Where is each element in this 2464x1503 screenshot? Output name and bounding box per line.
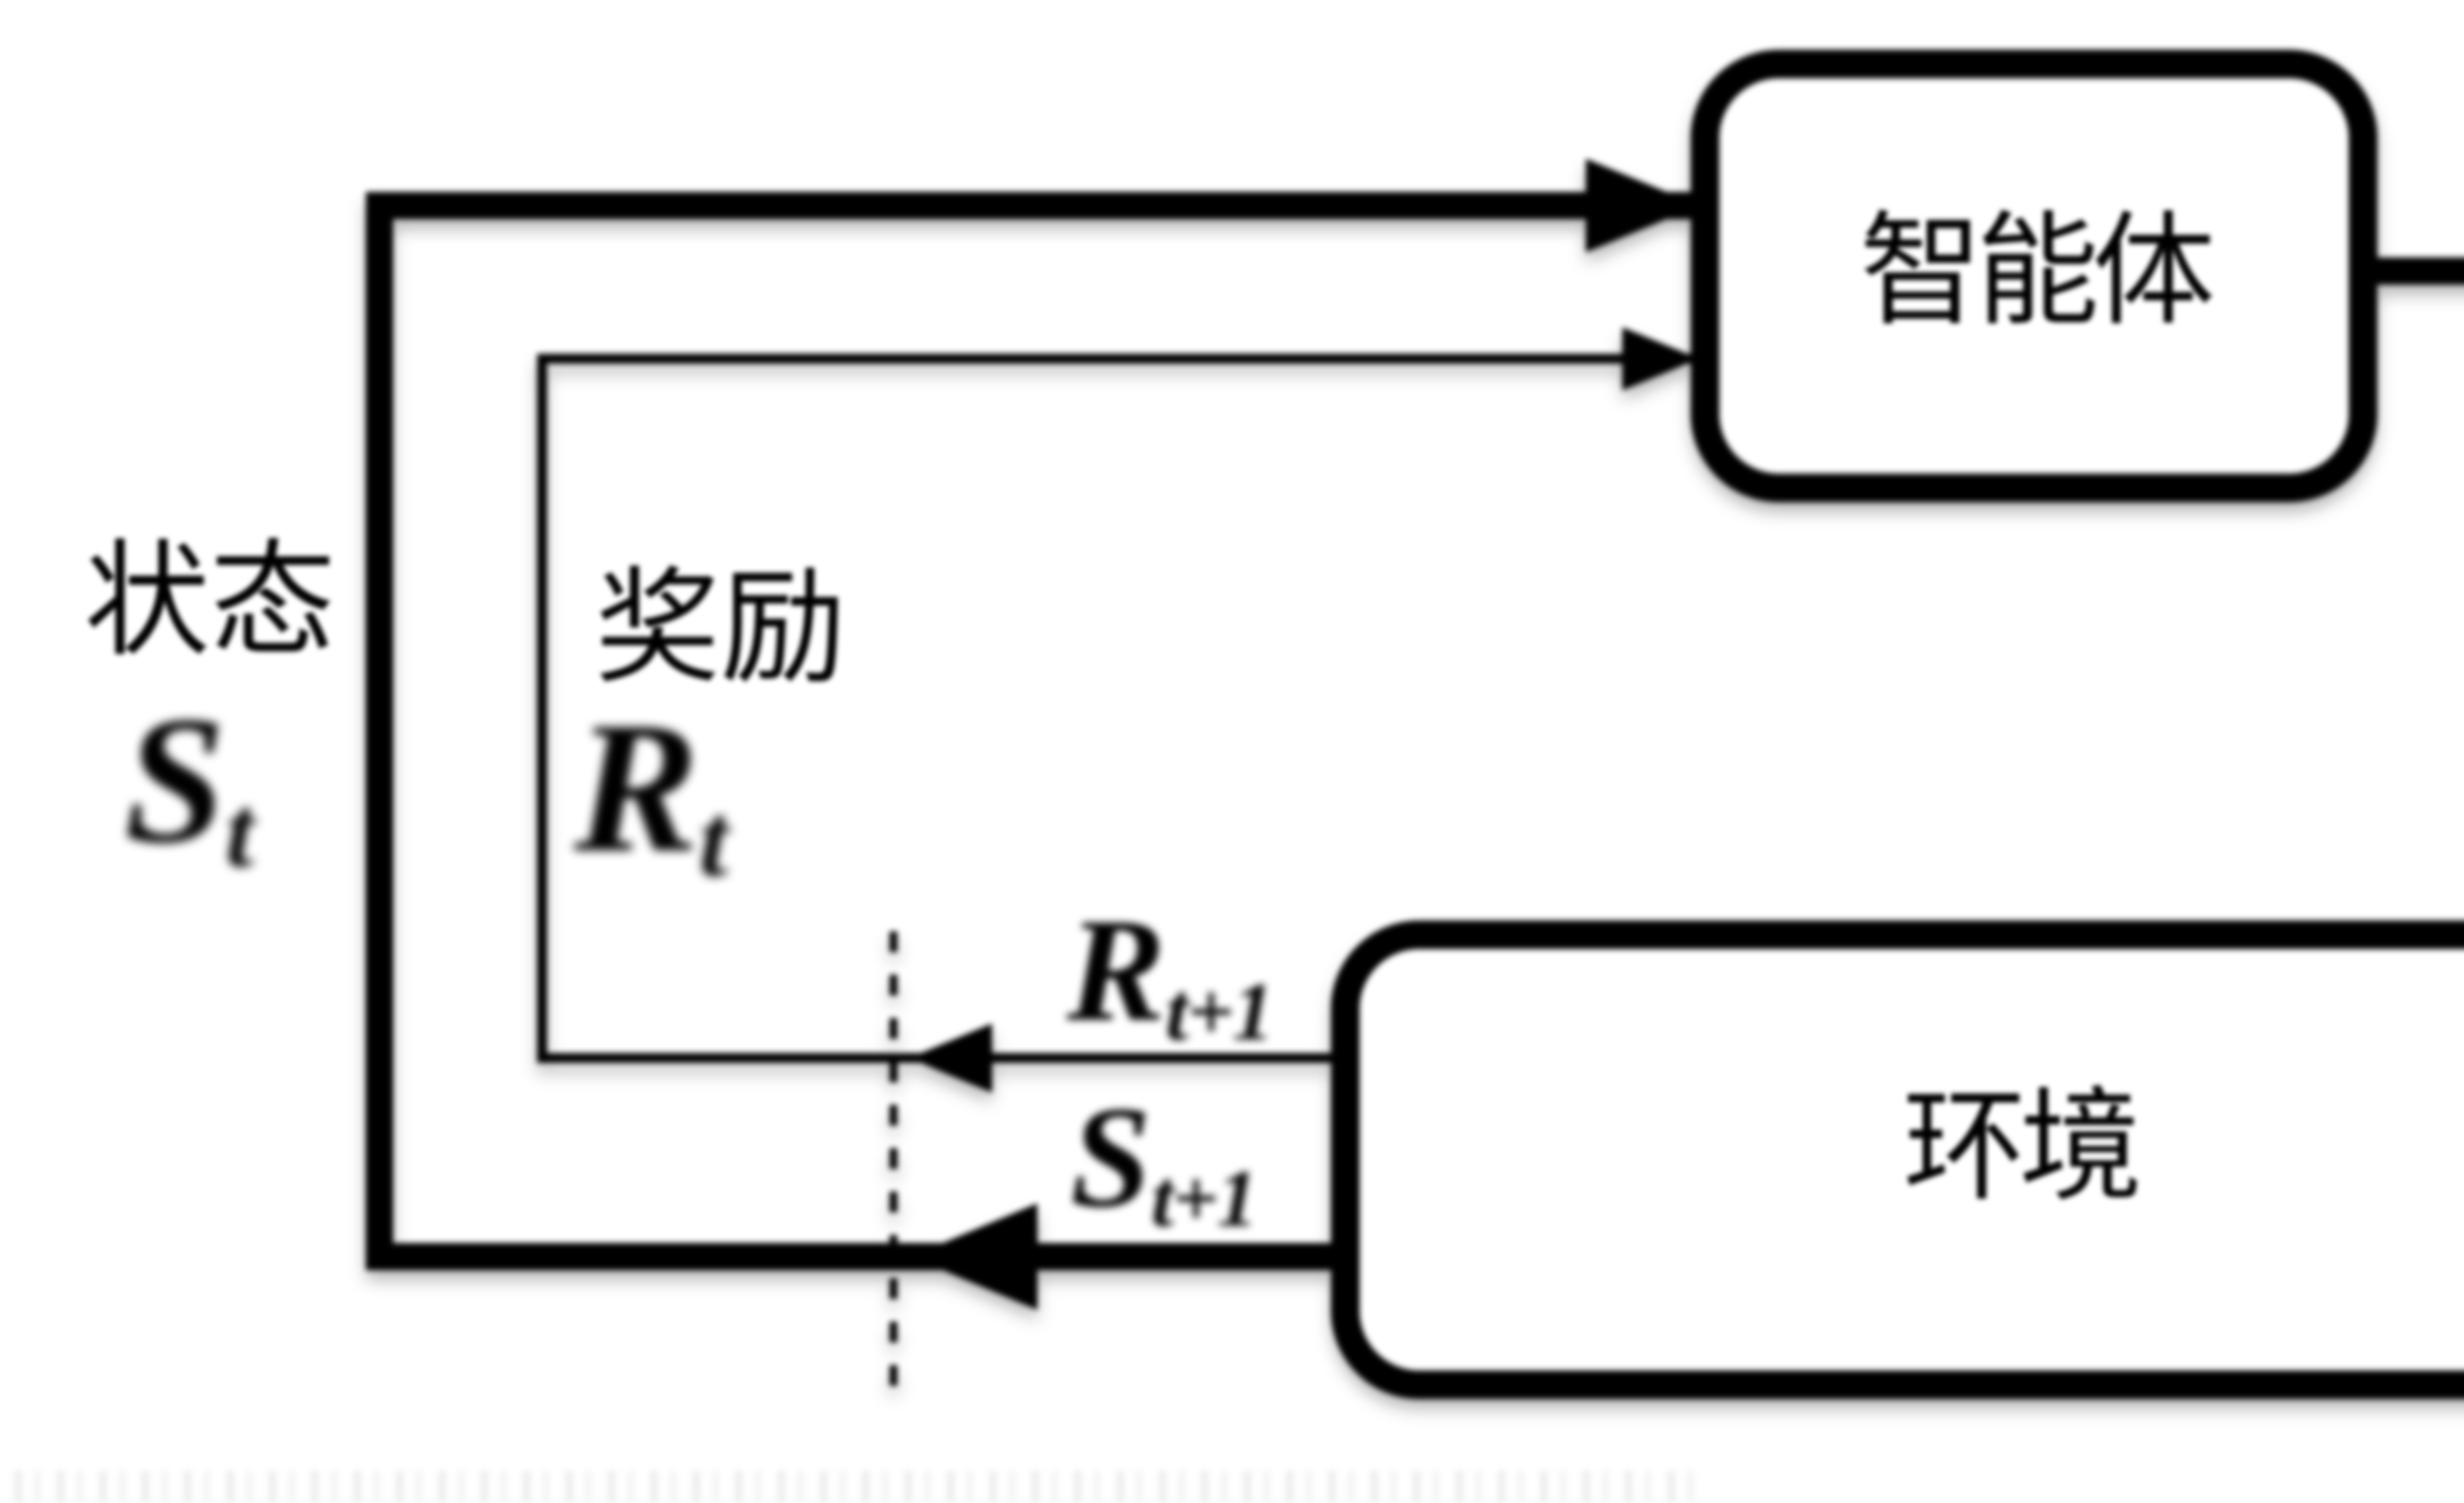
state-symbol-subscript: t — [225, 774, 254, 888]
next-reward-symbol: Rt+1 — [1067, 896, 1274, 1053]
next-state-symbol-subscript: t+1 — [1151, 1153, 1258, 1243]
next-state-symbol-base: S — [1070, 1076, 1152, 1237]
reward-symbol: Rt — [574, 694, 728, 893]
reward-symbol-subscript: t — [699, 782, 728, 899]
state-arrowhead-into-agent-icon — [1586, 159, 1699, 252]
state-symbol: St — [124, 689, 254, 882]
next-state-arrowhead-icon — [911, 1203, 1037, 1310]
agent-box-label: 智能体 — [1859, 204, 2216, 341]
next-reward-symbol-base: R — [1067, 888, 1166, 1052]
reward-caption: 奖励 — [594, 560, 846, 699]
next-reward-arrowhead-icon — [909, 1024, 992, 1093]
environment-box-shape — [1331, 921, 2464, 1399]
environment-box-label: 环境 — [1903, 1080, 2143, 1216]
state-loop-line — [366, 192, 1699, 1270]
reward-symbol-base: R — [574, 683, 699, 891]
cropped-caption-artifact — [15, 1471, 1705, 1503]
reward-arrowhead-into-agent-icon — [1622, 327, 1699, 390]
agent-box-shape — [1691, 50, 2377, 502]
state-caption: 状态 — [84, 533, 336, 672]
state-symbol-base: S — [124, 679, 226, 881]
next-reward-symbol-subscript: t+1 — [1165, 966, 1274, 1058]
next-state-symbol: St+1 — [1070, 1084, 1258, 1239]
